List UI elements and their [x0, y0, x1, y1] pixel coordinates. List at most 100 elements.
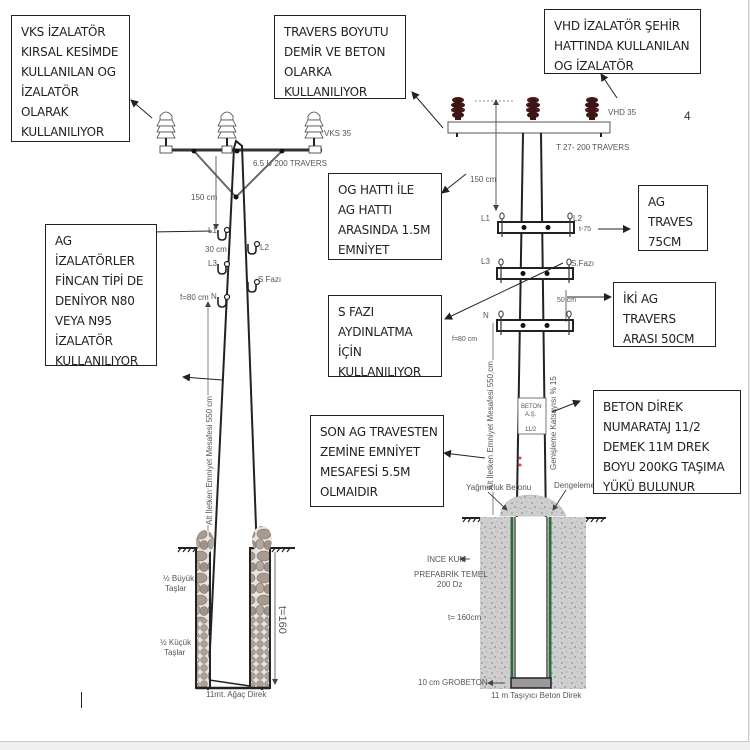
small-stones-label-2: Taşlar	[164, 648, 186, 657]
callout-line: S FAZI	[338, 305, 375, 319]
vks-insulator-center	[217, 111, 237, 147]
callout-line: KULLANILIYOR	[55, 354, 138, 368]
vhd-insulator-center	[526, 97, 540, 120]
rain-concrete-label: Yağmurluk Betonu	[466, 483, 531, 492]
callout-line: DEMEK 11M DREK	[603, 440, 710, 454]
callout-ag-traves: AG TRAVES 75CM	[638, 185, 708, 251]
pole-plate	[517, 397, 547, 435]
text-cursor[interactable]	[81, 692, 82, 708]
callout-line: VHD İZALATÖR ŞEHİR	[554, 19, 680, 33]
right-crossarm-label: T 27- 200 TRAVERS	[556, 143, 629, 152]
prefab-label-2: 200 Dz	[437, 580, 462, 589]
left-phase-s: S Fazı	[258, 275, 281, 284]
callout-line: YÜKÜ BULUNUR	[603, 480, 695, 494]
callout-line: HATTINDA KULLANILAN	[554, 39, 690, 53]
left-clearance-label: Alt İletken Emniyet Mesafesi 550 cm	[205, 396, 214, 525]
vks-35-label: VKS 35	[324, 129, 352, 138]
plate-text-3: 11/2	[525, 427, 537, 433]
callout-vks-insulator: VKS İZALATÖR KIRSAL KESİMDE KULLANILAN OG İ…	[11, 15, 130, 142]
grobeton-label: 10 cm GROBETON	[418, 678, 488, 687]
callout-line: KULLANILAN OG	[21, 65, 116, 79]
left-phase-l1: L1	[208, 226, 217, 235]
right-depth-label: t= 160cm	[448, 613, 481, 622]
callout-line: VKS İZALATÖR	[21, 25, 106, 39]
left-crossarm-label: 6.5 U 200 TRAVERS	[253, 159, 327, 168]
right-clearance-label: Alt İletken Emniyet Mesafesi 550 cm	[486, 361, 495, 490]
callout-line: ZEMİNE EMNİYET	[320, 445, 420, 459]
big-stones-label-1: ½ Büyük	[163, 574, 195, 583]
callout-line: AG HATTI	[338, 203, 392, 217]
callout-ground-clearance: SON AG TRAVESTEN ZEMİNE EMNİYET MESAFESİ 5…	[310, 415, 444, 507]
callout-line: FİNCAN TİPİ DE	[55, 274, 144, 288]
taper-label: Genişleme Katsayısı % 15	[549, 376, 558, 470]
left-dim-30: 30 cm	[205, 245, 227, 254]
callout-line: BOYU 200KG TAŞIMA	[603, 460, 725, 474]
right-phase-n: N	[483, 311, 489, 320]
callout-line: İZALATÖR	[21, 85, 79, 99]
left-phase-n: N	[211, 292, 217, 301]
callout-line: OLMAIDIR	[320, 485, 378, 499]
left-pole-caption: 11mt. Ağaç Direk	[206, 690, 267, 699]
callout-line: OG HATTI İLE	[338, 183, 415, 197]
callout-line: 75CM	[648, 235, 682, 249]
fine-sand-label: İNCE KUM	[427, 555, 466, 564]
callout-line: İZALATÖRLER	[55, 254, 135, 268]
left-wooden-pole: VKS 35 6.5 U 200 TRAVERS 150 cm L1 L	[156, 111, 352, 699]
callout-line: EMNİYET	[338, 243, 390, 257]
callout-line: NUMARATAJ 11/2	[603, 420, 701, 434]
callout-line: DENİYOR N80	[55, 294, 135, 308]
callout-line: ARASI 50CM	[623, 332, 695, 346]
prefab-label-1: PREFABRİK TEMEL	[414, 570, 488, 579]
callout-line: İKİ AG	[623, 292, 658, 306]
callout-line: DEMİR VE BETON	[284, 45, 386, 59]
callout-line: SON AG TRAVESTEN	[320, 425, 438, 439]
balance-label: Dengeleme	[554, 481, 595, 490]
callout-line: TRAVERS	[623, 312, 676, 326]
right-phase-l2: L2	[573, 214, 582, 223]
right-dim-150: 150 cm	[470, 175, 497, 184]
right-concrete-pole: VHD 35 T 27- 200 TRAVERS 150 cm L1 L2 t-…	[414, 97, 637, 700]
right-crossarm	[447, 121, 611, 134]
callout-line: KULLANILIYOR	[21, 125, 104, 139]
callout-line: OLARAK	[21, 105, 69, 119]
callout-line: AG	[648, 195, 665, 209]
vks-insulator-left	[156, 111, 176, 147]
callout-line: KIRSAL KESİMDE	[21, 45, 119, 59]
left-phase-l2: L2	[260, 243, 269, 252]
left-depth-label: t=160	[276, 606, 288, 634]
callout-line: AG	[55, 234, 72, 248]
right-pole-caption: 11 m Taşıyıcı Beton Direk	[491, 691, 582, 700]
callout-arrows	[130, 73, 631, 459]
callout-line: KULLANILIYOR	[338, 365, 421, 379]
callout-two-ag-travers: İKİ AG TRAVERS ARASI 50CM	[613, 282, 716, 347]
left-phase-l3: L3	[208, 259, 217, 268]
callout-line: TRAVES	[648, 215, 693, 229]
left-sag: f=80 cm	[180, 293, 209, 302]
small-stones-label-1: ½ Küçük	[160, 638, 192, 647]
right-phase-l3: L3	[481, 257, 490, 266]
vhd-insulator-right	[585, 97, 599, 120]
right-arm-label: t-75	[579, 226, 591, 233]
right-dim-50: 50 cm	[557, 297, 576, 304]
callout-og-ag-distance: OG HATTI İLE AG HATTI ARASINDA 1.5M EMNİYET	[328, 173, 442, 260]
page-number: 4	[684, 109, 691, 123]
callout-line: ARASINDA 1.5M	[338, 223, 431, 237]
vhd-35-label: VHD 35	[608, 108, 637, 117]
left-dim-150: 150 cm	[191, 193, 218, 202]
vks-insulator-right	[304, 111, 324, 147]
vhd-insulator-left	[451, 97, 465, 120]
callout-line: MESAFESİ 5.5M	[320, 465, 411, 479]
callout-line: AYDINLATMA	[338, 325, 413, 339]
right-phase-l1: L1	[481, 214, 490, 223]
plate-text-1: BETON	[521, 404, 542, 410]
right-sag: f=80 cm	[452, 336, 477, 343]
plate-text-2: A.Ş.	[525, 412, 537, 418]
right-phase-s: S.Fazı	[571, 259, 594, 268]
